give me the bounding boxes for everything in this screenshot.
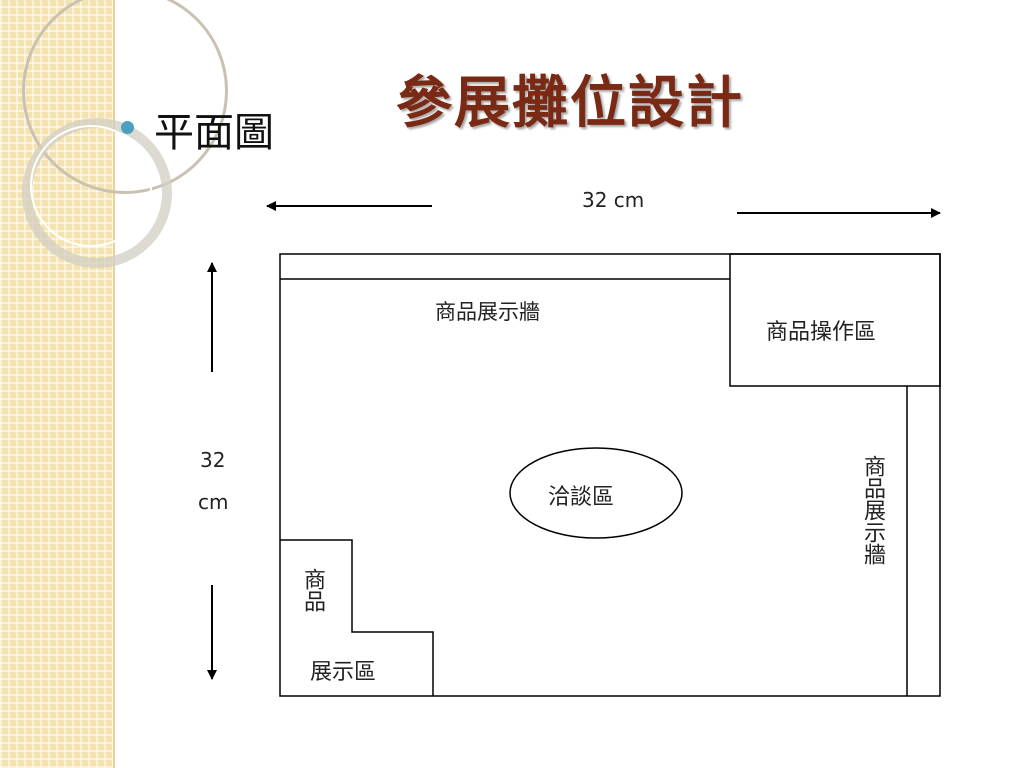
negotiation-area-label: 洽談區 [548, 485, 615, 510]
top-display-wall-label: 商品展示牆 [435, 300, 540, 324]
bullet-dot-icon [121, 121, 134, 134]
display-area-outline [280, 539, 434, 696]
height-label-value: 32 [200, 448, 226, 472]
decorative-ring [30, 125, 152, 247]
display-area-label-part2: 展示區 [310, 660, 377, 685]
bullet-text: 平面圖 [154, 110, 274, 156]
width-label: 32 cm [582, 188, 645, 212]
booth-outline [279, 253, 941, 697]
right-display-wall-label: 商品展示牆 [860, 455, 885, 565]
operation-area-label: 商品操作區 [766, 320, 877, 345]
display-area-label-part1: 商品 [300, 568, 325, 612]
slide-title: 參展攤位設計 [396, 70, 744, 136]
decorative-rings [0, 0, 228, 768]
operation-area-box [729, 253, 941, 387]
height-label-unit: cm [198, 490, 229, 514]
decorative-ring [22, 118, 172, 268]
negotiation-area-ellipse [509, 447, 683, 539]
